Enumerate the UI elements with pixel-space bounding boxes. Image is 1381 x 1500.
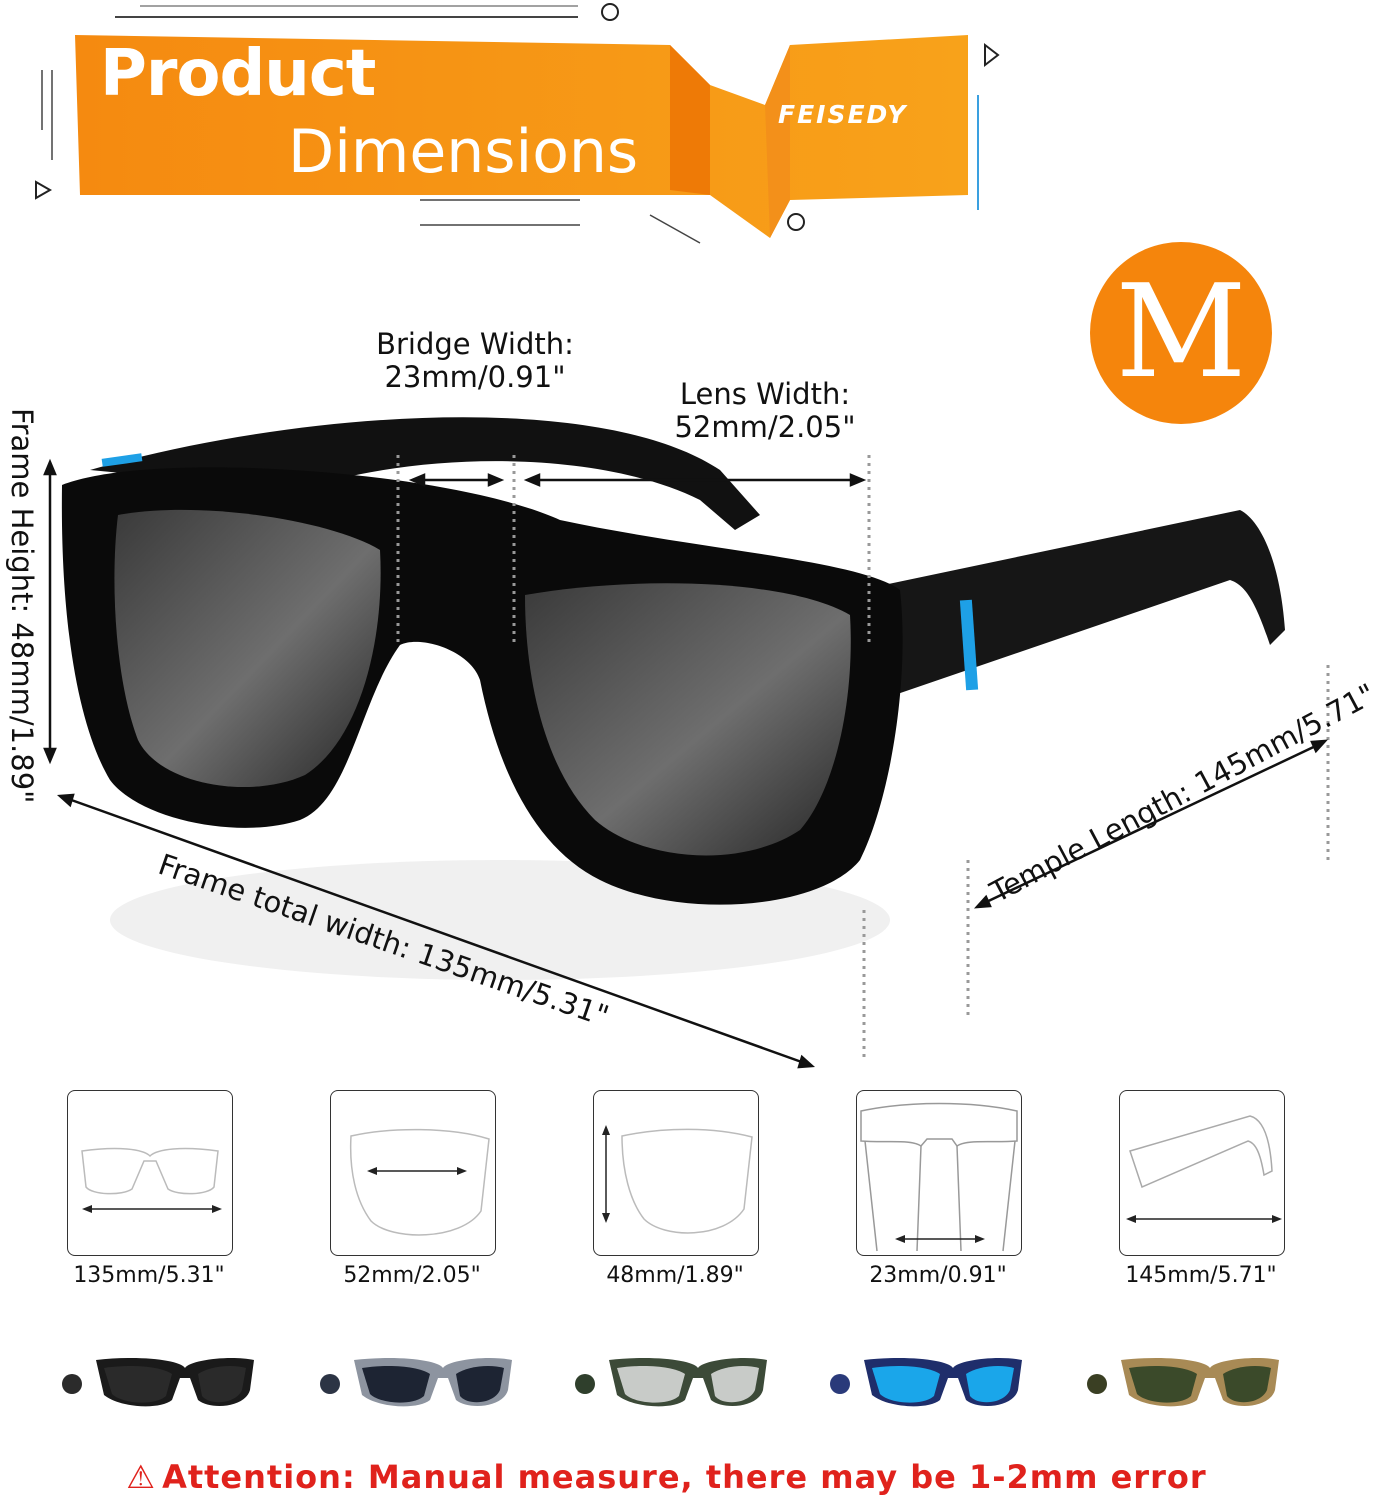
- sunglasses-variant-icon: [1087, 1357, 1279, 1407]
- thumbnail-caption-lens-width: 52mm/2.05": [343, 1263, 481, 1288]
- color-variant-2[interactable]: [318, 1350, 528, 1420]
- color-dot: [575, 1374, 595, 1394]
- color-variant-5[interactable]: [1085, 1350, 1295, 1420]
- sunglasses-main-image: [61, 417, 1285, 980]
- sunglasses-variant-icon: [62, 1357, 254, 1407]
- size-badge: M: [1090, 242, 1272, 424]
- variant-lens-right: [711, 1366, 759, 1403]
- attention-text: Attention: Manual measure, there may be …: [162, 1458, 1207, 1496]
- size-letter: M: [1115, 258, 1247, 407]
- banner-title-product: Product: [100, 37, 376, 111]
- color-dot: [62, 1374, 82, 1394]
- bridge-width-diagram-icon: [860, 1102, 1018, 1252]
- color-variant-1[interactable]: [60, 1350, 270, 1420]
- thumbnail-frame-height: [593, 1090, 759, 1256]
- thumbnail-caption-bridge-width: 23mm/0.91": [869, 1263, 1007, 1288]
- variant-lens-right: [1223, 1366, 1271, 1403]
- thumbnail-caption-total-width: 135mm/5.31": [73, 1263, 225, 1288]
- variant-lens-left: [1129, 1366, 1197, 1403]
- color-dot: [830, 1374, 850, 1394]
- variant-lens-left: [872, 1366, 940, 1403]
- variant-lens-left: [617, 1366, 685, 1403]
- thumbnail-temple-length: [1119, 1090, 1285, 1256]
- thumbnail-bridge-width: [856, 1090, 1022, 1256]
- variant-lens-right: [198, 1366, 246, 1403]
- frame-height-label: Frame Height: 48mm/1.89": [5, 408, 39, 804]
- temple-length-diagram-icon: [1126, 1115, 1282, 1223]
- sunglasses-variant-icon: [830, 1357, 1022, 1407]
- sunglasses-variant-icon: [320, 1357, 512, 1407]
- variant-lens-left: [362, 1366, 430, 1403]
- banner-decoration: [35, 3, 1000, 244]
- total-width-diagram-icon: [81, 1147, 222, 1213]
- lens-width-label: Lens Width: 52mm/2.05": [674, 377, 856, 445]
- bridge-width-label: Bridge Width: 23mm/0.91": [376, 327, 574, 395]
- measurement-guides: [43, 455, 1330, 1069]
- color-dot: [1087, 1374, 1107, 1394]
- color-variant-3[interactable]: [573, 1350, 783, 1420]
- attention-notice: ⚠Attention: Manual measure, there may be…: [0, 1458, 1333, 1496]
- lens-width-diagram-icon: [349, 1128, 490, 1236]
- warning-icon: ⚠: [126, 1458, 157, 1496]
- banner-title-dimensions: Dimensions: [288, 117, 639, 187]
- variant-lens-left: [104, 1366, 172, 1403]
- variant-lens-right: [456, 1366, 504, 1403]
- color-variant-4[interactable]: [828, 1350, 1038, 1420]
- color-dot: [320, 1374, 340, 1394]
- variant-lens-right: [966, 1366, 1014, 1403]
- thumbnail-caption-temple-length: 145mm/5.71": [1125, 1263, 1277, 1288]
- brand-logo: FEISEDY: [778, 100, 908, 129]
- frame-height-diagram-icon: [602, 1125, 753, 1234]
- thumbnail-lens-width: [330, 1090, 496, 1256]
- sunglasses-variant-icon: [575, 1357, 767, 1407]
- thumbnail-caption-frame-height: 48mm/1.89": [606, 1263, 744, 1288]
- thumbnail-total-width: [67, 1090, 233, 1256]
- header-banner: [75, 35, 968, 238]
